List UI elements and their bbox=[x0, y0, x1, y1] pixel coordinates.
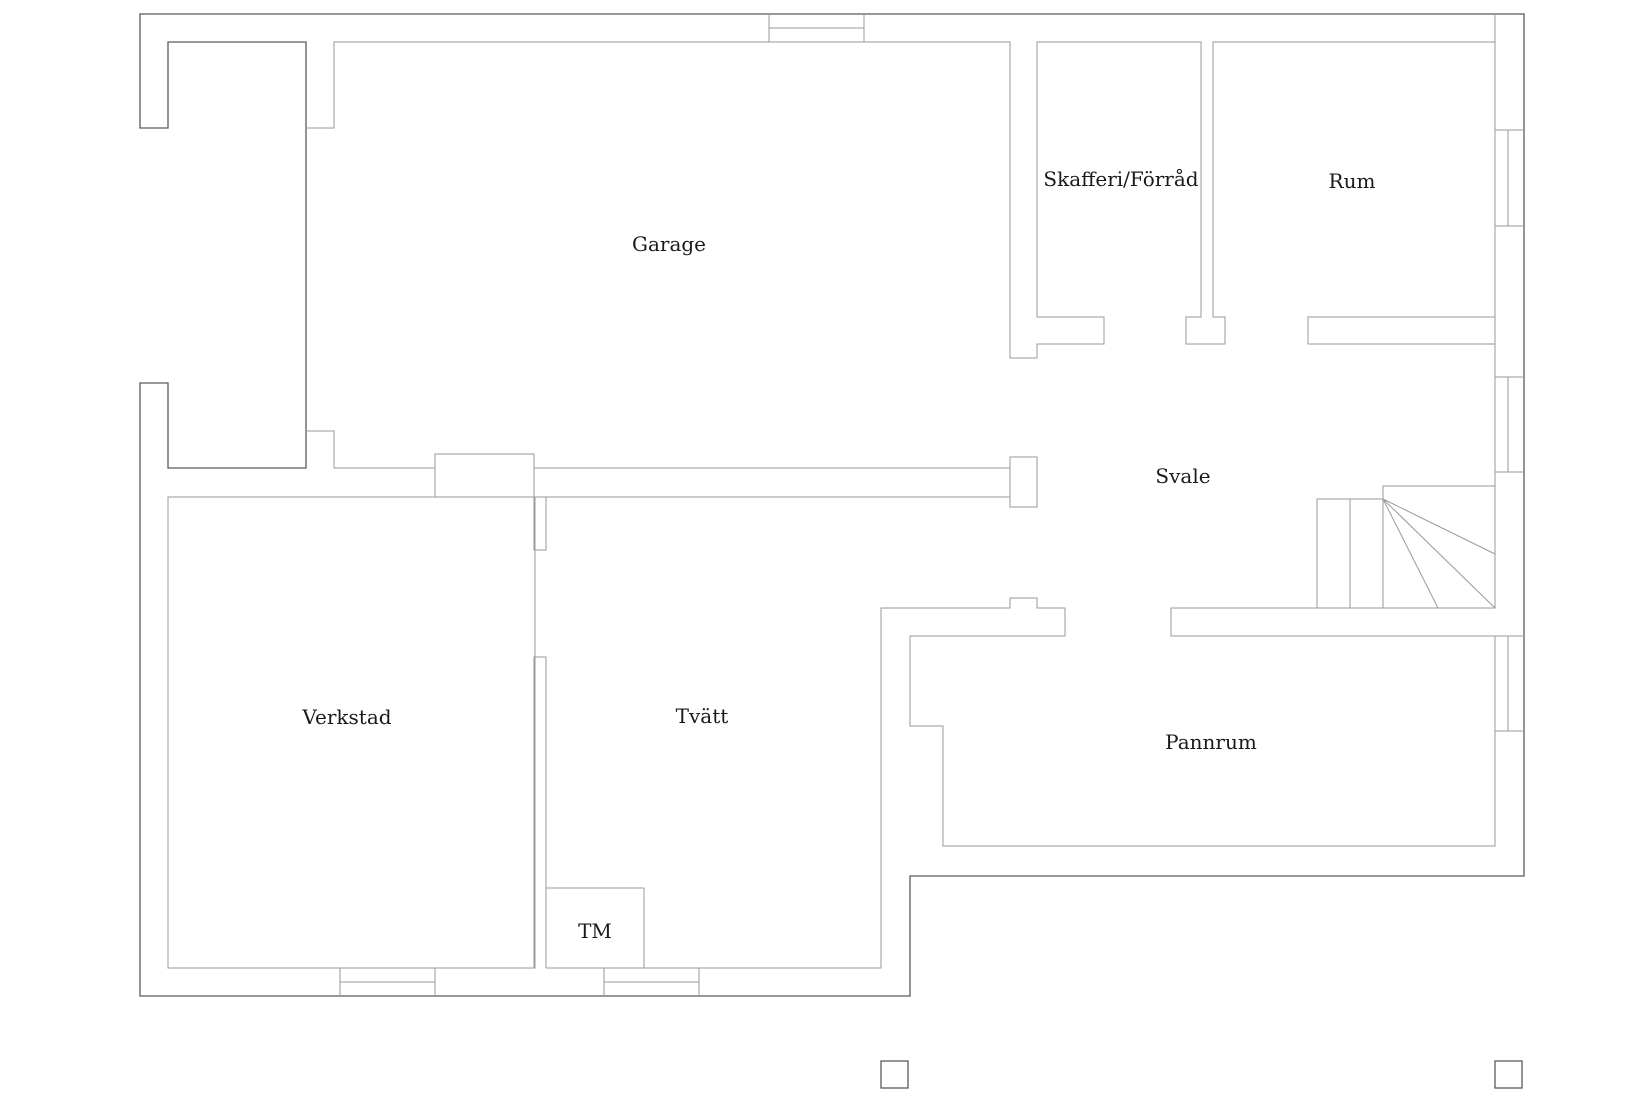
room-label-skafferi: Skafferi/Förråd bbox=[1043, 167, 1198, 191]
inner-walls bbox=[167, 14, 1524, 1089]
room-label-tvatt: Tvätt bbox=[676, 704, 729, 728]
room-label-rum: Rum bbox=[1329, 169, 1376, 193]
room-label-verkstad: Verkstad bbox=[301, 705, 391, 729]
room-label-svale: Svale bbox=[1155, 464, 1210, 488]
room-label-pannrum: Pannrum bbox=[1165, 730, 1257, 754]
outer-walls bbox=[139, 13, 1525, 997]
room-label-garage: Garage bbox=[632, 232, 706, 256]
room-labels: Garage Skafferi/Förråd Rum Svale Verksta… bbox=[301, 167, 1375, 943]
room-label-tm: TM bbox=[578, 919, 612, 943]
